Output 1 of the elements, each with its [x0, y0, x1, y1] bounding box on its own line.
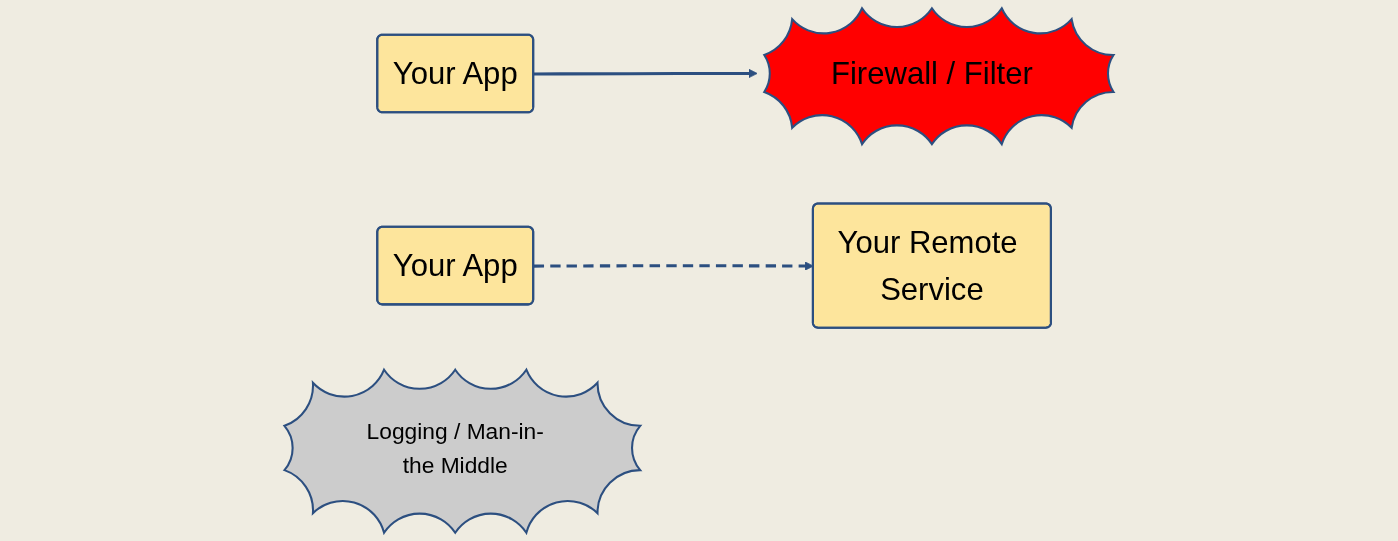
arrow [533, 68, 758, 79]
